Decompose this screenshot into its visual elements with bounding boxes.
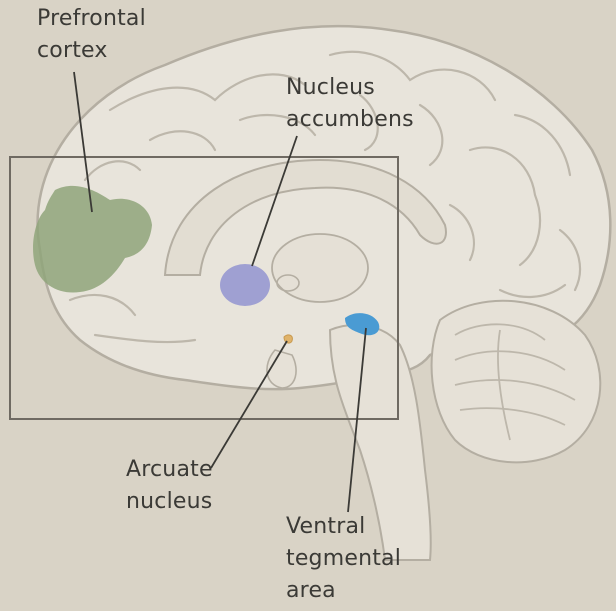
thalamus xyxy=(272,234,368,302)
label-accumbens-line1: Nucleus xyxy=(286,72,414,104)
label-arcuate-line1: Arcuate xyxy=(126,454,213,486)
label-arcuate-line2: nucleus xyxy=(126,486,213,518)
label-prefrontal-line1: Prefrontal xyxy=(37,3,146,35)
nucleus-accumbens-region xyxy=(220,264,270,306)
label-vta-line2: tegmental xyxy=(286,543,401,575)
label-nucleus-accumbens: Nucleus accumbens xyxy=(286,72,414,136)
label-accumbens-line2: accumbens xyxy=(286,104,414,136)
label-ventral-tegmental-area: Ventral tegmental area xyxy=(286,511,401,607)
pituitary xyxy=(267,350,296,388)
label-prefrontal-line2: cortex xyxy=(37,35,146,67)
label-vta-line1: Ventral xyxy=(286,511,401,543)
label-arcuate-nucleus: Arcuate nucleus xyxy=(126,454,213,518)
label-prefrontal-cortex: Prefrontal cortex xyxy=(37,3,146,67)
label-vta-line3: area xyxy=(286,575,401,607)
arcuate-nucleus-region xyxy=(284,335,292,343)
